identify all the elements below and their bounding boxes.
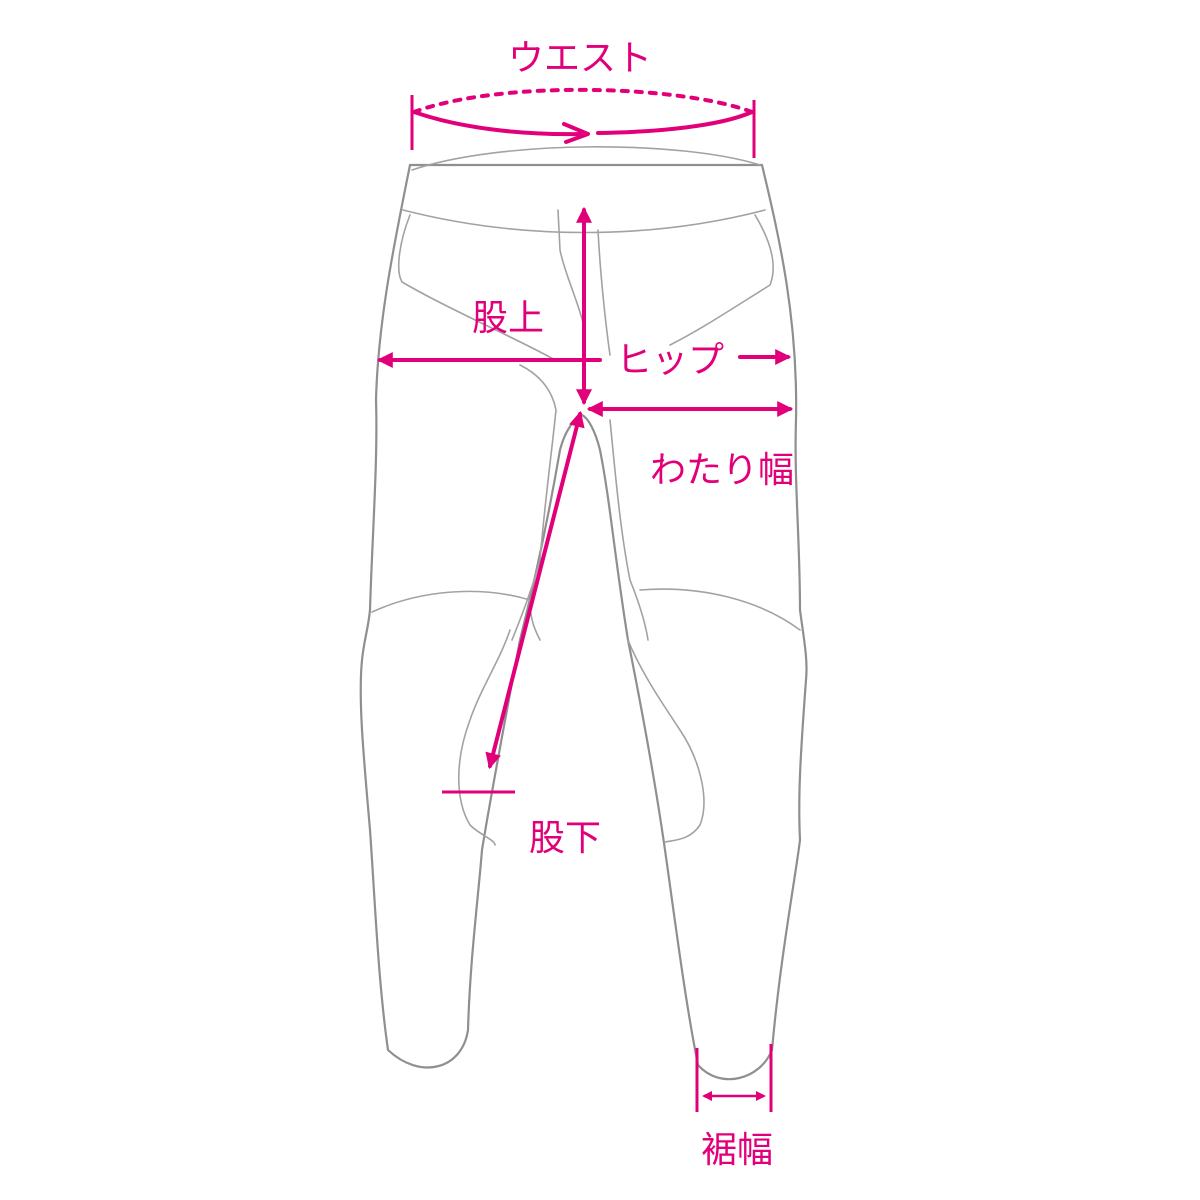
right-knee-panel	[627, 639, 705, 843]
right-knee-seam	[639, 588, 801, 631]
thigh-label: わたり幅	[650, 450, 794, 491]
thigh-measurement: わたり幅	[586, 401, 794, 491]
inseam-measurement: 股下	[442, 410, 601, 859]
right-pocket-seam	[669, 214, 774, 346]
right-crotch-seam	[609, 419, 649, 641]
hip-label: ヒップ	[616, 340, 724, 381]
hem-label: 裾幅	[701, 1130, 773, 1171]
waist-arrow-head	[562, 122, 590, 144]
inseam-arrow	[485, 410, 585, 770]
waist-front-arc-right	[596, 110, 754, 135]
hip-measurement: ヒップ	[376, 340, 792, 381]
waist-back-dotted-arc	[412, 87, 754, 114]
waistband-top-ellipse	[411, 146, 761, 171]
waist-measurement: ウエスト	[410, 38, 756, 158]
waist-label: ウエスト	[508, 38, 652, 79]
waist-front-arc-left	[412, 110, 582, 137]
left-pocket-seam	[397, 214, 556, 361]
hem-measurement: 裾幅	[695, 1044, 773, 1171]
rise-measurement: 股上	[472, 206, 592, 406]
rise-label: 股上	[472, 298, 544, 339]
measurements: ウエスト 股上 ヒップ わたり幅 股下 裾幅	[376, 38, 794, 1171]
inseam-label: 股下	[529, 818, 601, 859]
fly-seam	[597, 229, 611, 356]
